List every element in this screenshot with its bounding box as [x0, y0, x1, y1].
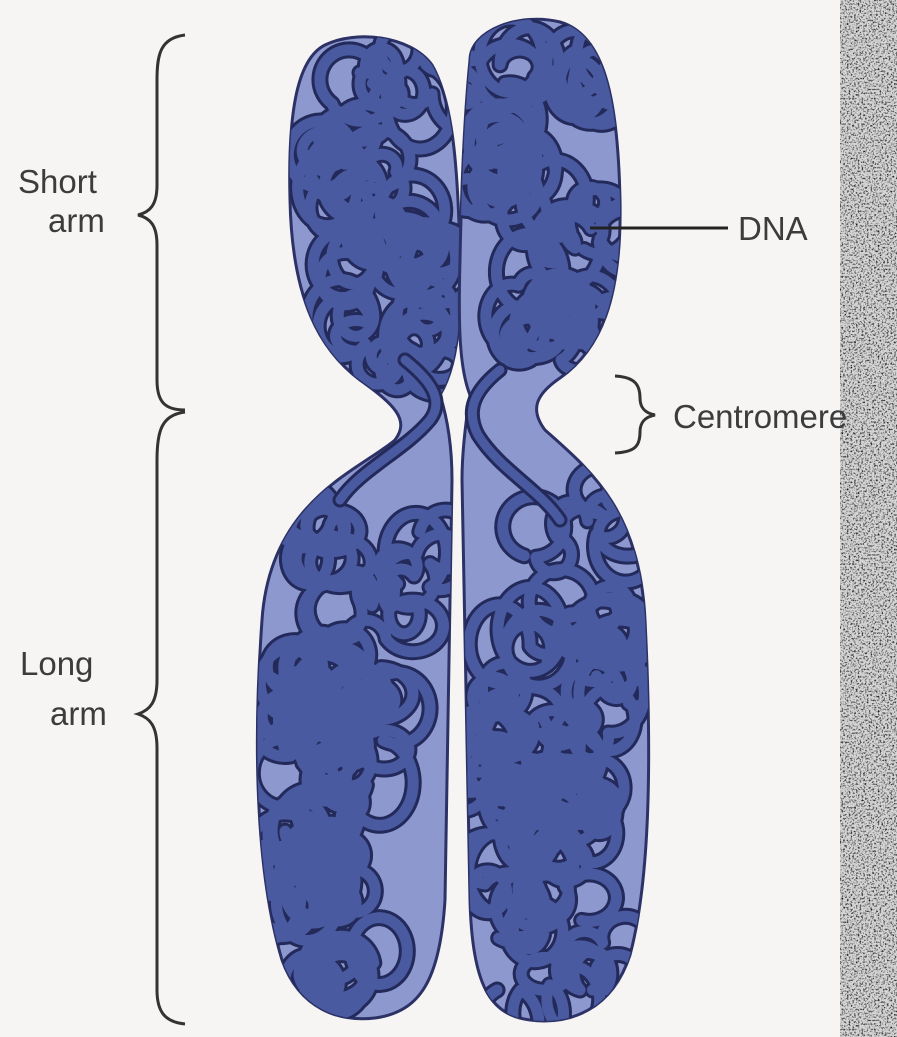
- centromere-brace: [615, 376, 655, 453]
- long-arm-brace: [138, 412, 185, 1024]
- centromere-label: Centromere: [673, 398, 847, 435]
- dna-label: DNA: [738, 210, 808, 247]
- short-arm-label-line2: arm: [48, 202, 105, 239]
- micrograph-strip: [840, 0, 897, 1037]
- short-arm-brace: [138, 35, 185, 410]
- left-chromatid: [234, 28, 497, 1023]
- dna-coil: [547, 16, 645, 125]
- long-arm-label-line1: Long: [20, 645, 93, 682]
- long-arm-label-line2: arm: [50, 695, 107, 732]
- short-arm-label-line1: Short: [18, 163, 97, 200]
